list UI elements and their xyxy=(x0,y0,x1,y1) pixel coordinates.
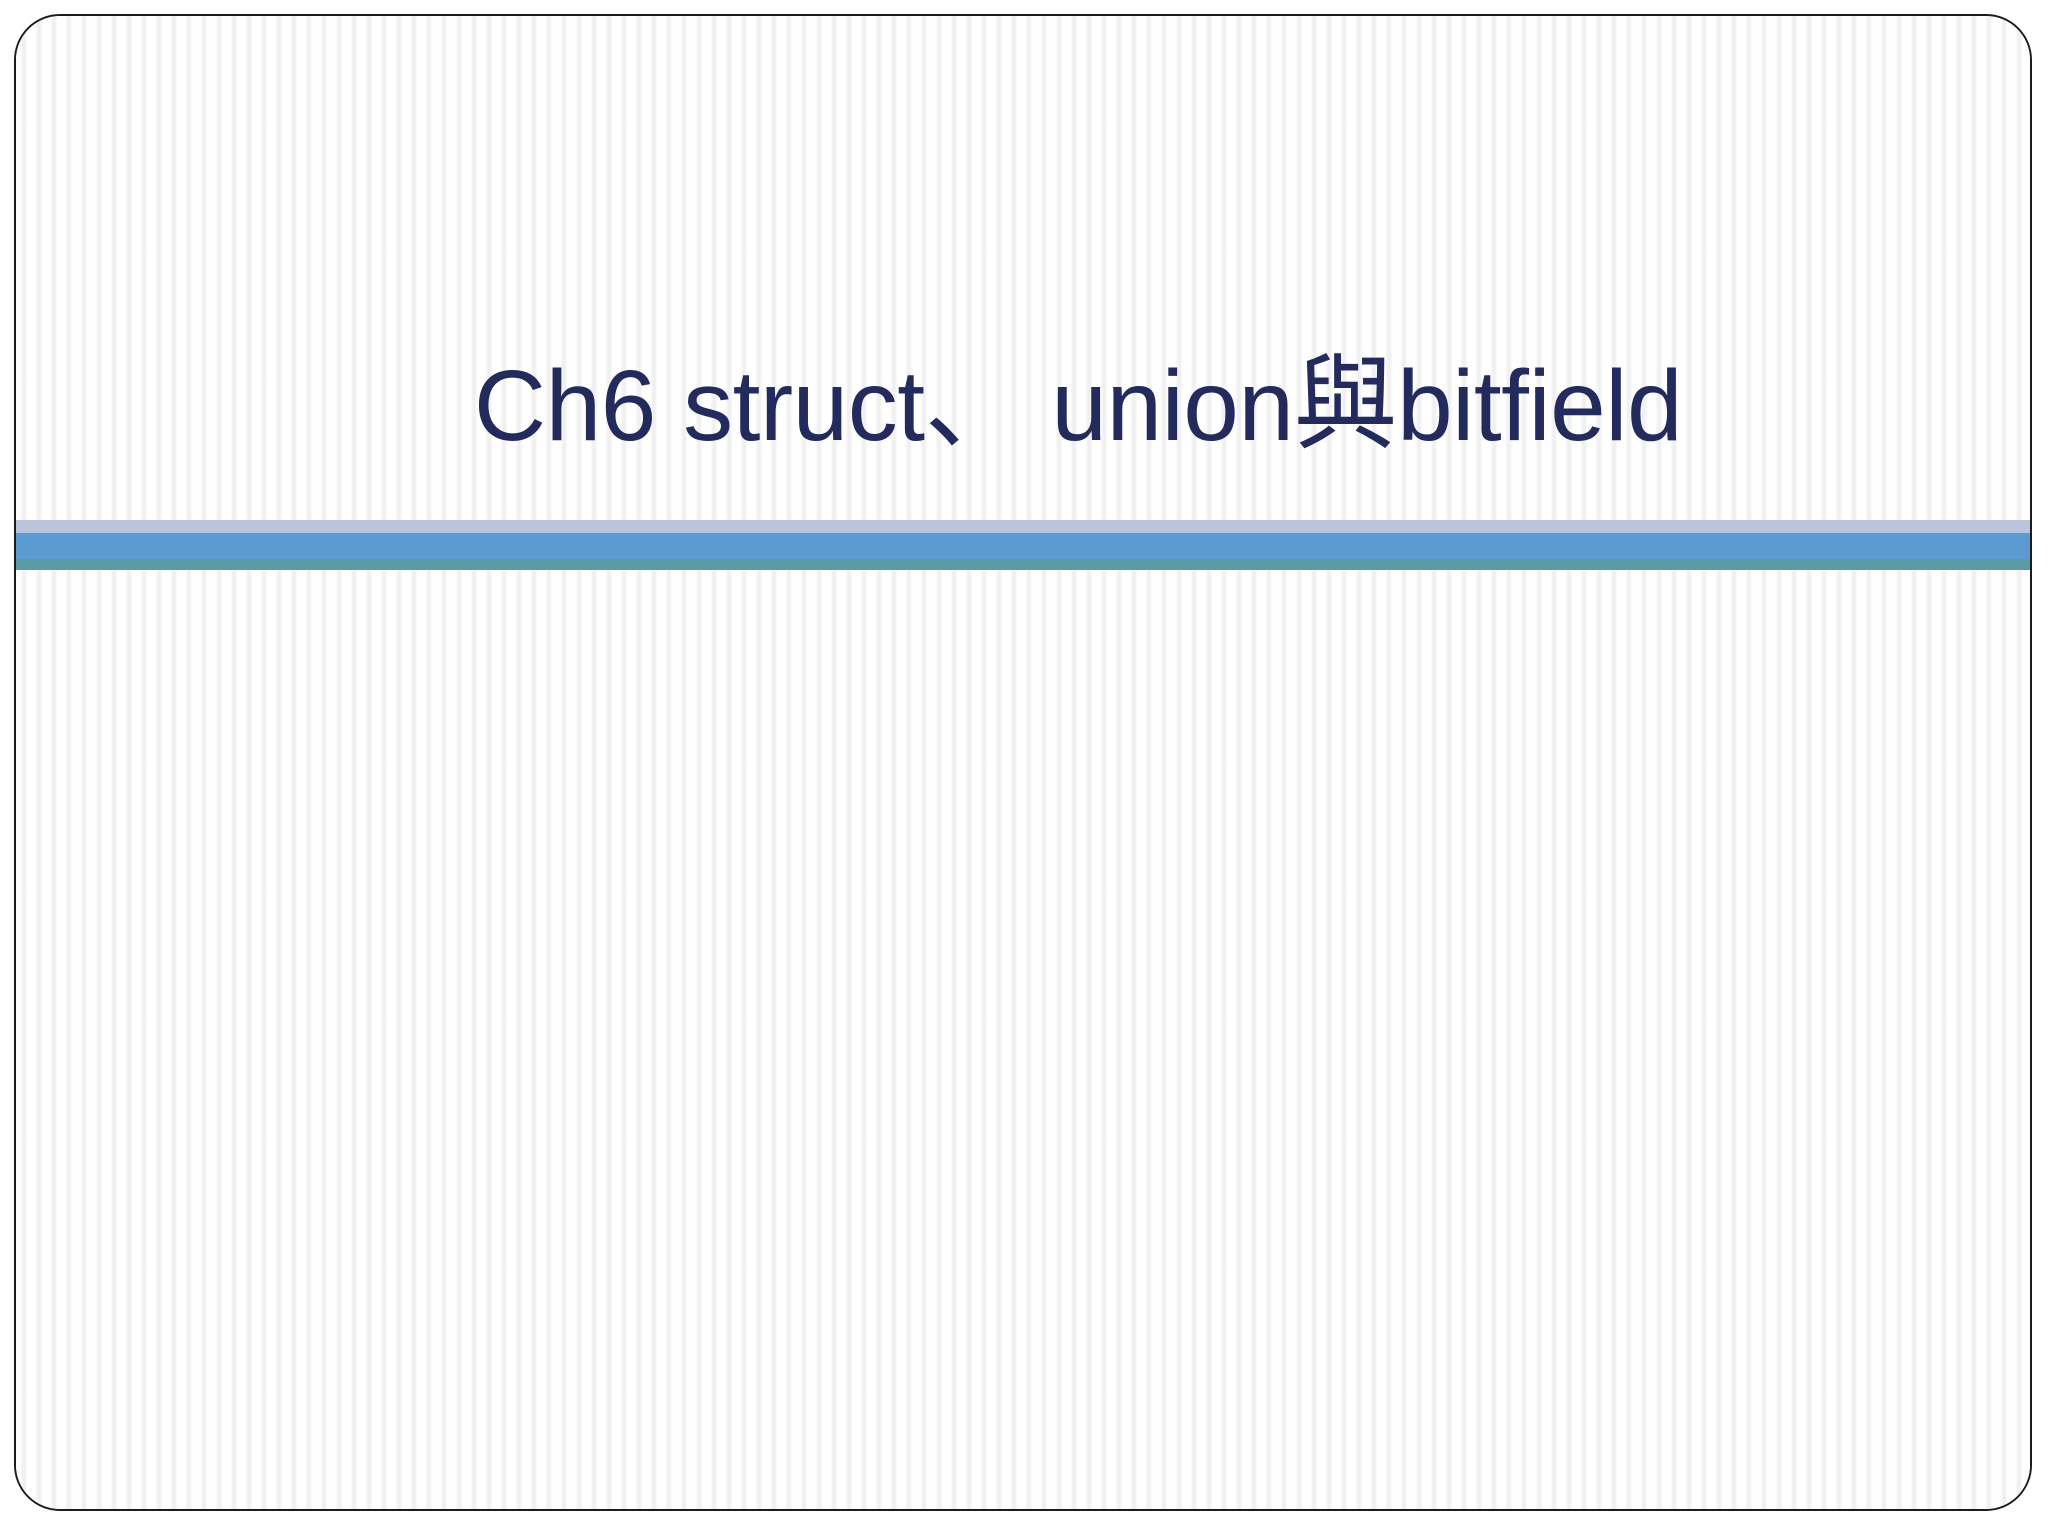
pinstripe-background xyxy=(16,16,2030,1509)
divider-stripe-bottom xyxy=(16,559,2030,570)
slide-title: Ch6 struct、 union與bitfield xyxy=(473,343,1683,465)
slide-frame: Ch6 struct、 union與bitfield xyxy=(14,14,2032,1511)
title-middle: union xyxy=(1024,350,1294,462)
title-cjk-character: 與 xyxy=(1293,343,1398,465)
title-prefix: Ch6 struct xyxy=(473,350,925,462)
title-separator: 、 xyxy=(924,350,1025,462)
divider-stripe-top xyxy=(16,520,2030,533)
title-block: Ch6 struct、 union與bitfield xyxy=(16,346,2030,462)
divider-stripe-middle xyxy=(16,533,2030,559)
title-suffix: bitfield xyxy=(1397,350,1683,462)
slide-content-body xyxy=(16,586,2030,1506)
title-divider-bar xyxy=(16,520,2030,570)
